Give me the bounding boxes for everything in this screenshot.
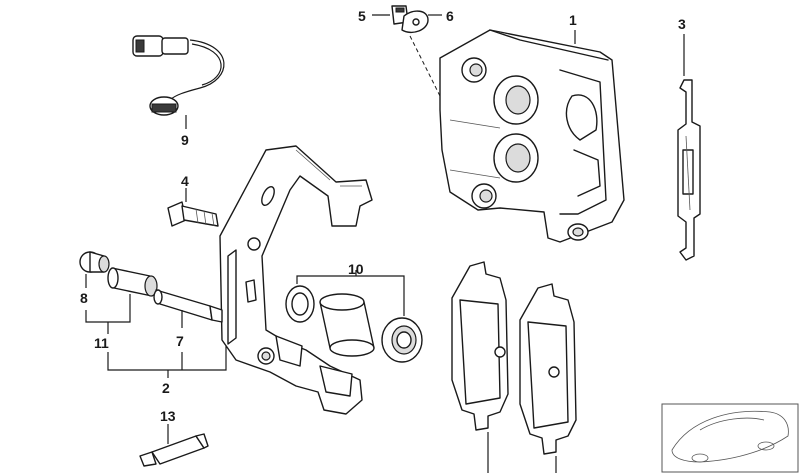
callout-7: 7 [176, 333, 184, 349]
callout-6: 6 [446, 8, 454, 24]
callout-3: 3 [678, 16, 686, 32]
piston-seal-kit-icon[interactable] [285, 285, 423, 363]
anti-rattle-spring-icon[interactable] [677, 79, 701, 261]
caliper-carrier-icon[interactable] [219, 145, 373, 415]
callout-11: 11 [94, 335, 109, 351]
bleeder-valve-icon[interactable] [391, 5, 429, 34]
callout-1: 1 [569, 12, 577, 28]
guide-sleeve-icon[interactable] [107, 267, 158, 297]
callout-2: 2 [162, 380, 170, 396]
callout-8: 8 [80, 290, 88, 306]
brake-caliper-icon[interactable] [439, 29, 625, 243]
grease-tube-icon[interactable] [139, 433, 209, 467]
callout-10: 10 [348, 261, 364, 277]
callout-4: 4 [181, 173, 189, 189]
callout-13: 13 [160, 408, 176, 424]
callout-5: 5 [358, 8, 366, 24]
wear-sensor-icon[interactable] [132, 35, 225, 116]
brake-pad-icon[interactable] [451, 261, 577, 455]
callout-9: 9 [181, 132, 189, 148]
car-thumbnail-icon [661, 403, 799, 473]
dust-cap-icon[interactable] [79, 251, 110, 273]
guide-pin-icon[interactable] [153, 289, 223, 323]
bolt-icon[interactable] [167, 201, 219, 227]
